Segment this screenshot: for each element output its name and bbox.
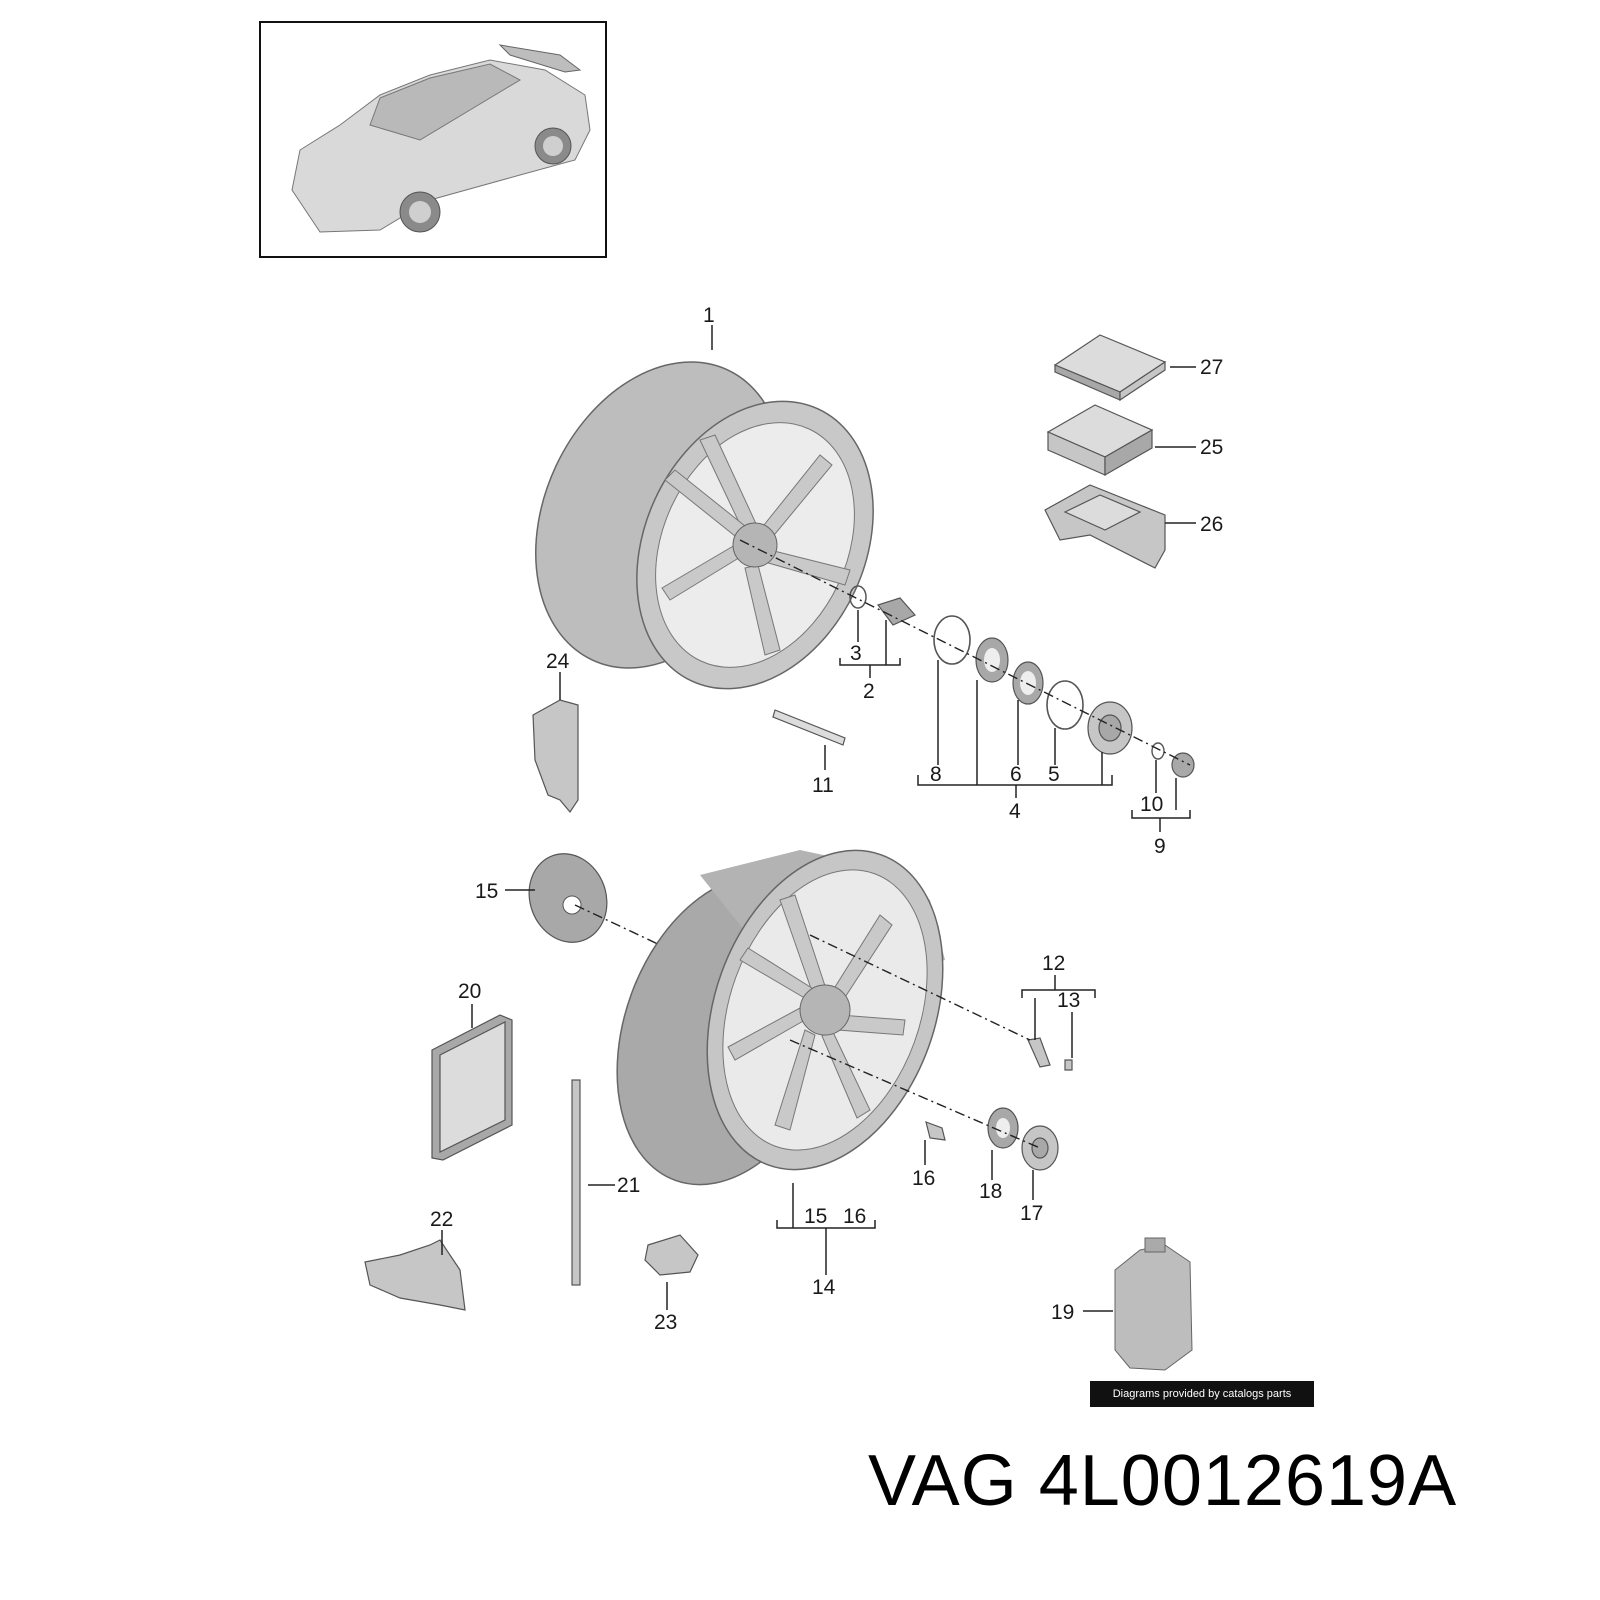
callout-11: 11 — [812, 774, 834, 797]
callout-2: 2 — [863, 680, 875, 703]
callout-19: 19 — [1051, 1301, 1074, 1324]
part-number-title: VAG 4L0012619A — [868, 1441, 1458, 1521]
callout-22: 22 — [430, 1208, 453, 1231]
callout-23: 23 — [654, 1311, 677, 1334]
wheel-rim-2 — [616, 849, 945, 1186]
callout-9: 9 — [1154, 835, 1166, 858]
assembly-axes — [574, 539, 1191, 1149]
callout-labels: 1 27 25 26 3 2 24 8 6 5 4 11 10 9 15 12 … — [430, 304, 1223, 1334]
callout-15-bracket: 15 — [804, 1205, 827, 1228]
wheel-rim-1 — [535, 361, 874, 690]
callout-27: 27 — [1200, 356, 1223, 379]
callout-25: 25 — [1200, 436, 1223, 459]
callout-15-spacer: 15 — [475, 880, 498, 903]
callout-5: 5 — [1048, 763, 1060, 786]
boxes-upper-right — [1044, 334, 1167, 569]
callout-16-bolt: 16 — [912, 1167, 935, 1190]
callout-12: 12 — [1042, 952, 1065, 975]
callout-3: 3 — [850, 642, 862, 665]
callout-4: 4 — [1009, 800, 1021, 823]
callout-13: 13 — [1057, 989, 1080, 1012]
callout-14: 14 — [812, 1276, 836, 1299]
callout-8: 8 — [930, 763, 942, 786]
callout-10: 10 — [1140, 793, 1163, 816]
vehicle-thumbnail — [259, 21, 607, 258]
diagram-credit-banner: Diagrams provided by catalogs parts — [1090, 1381, 1314, 1407]
lower-small-parts — [364, 853, 1193, 1371]
leader-lines — [441, 325, 1196, 1312]
callout-26: 26 — [1200, 513, 1223, 536]
callout-6: 6 — [1010, 763, 1022, 786]
callout-17: 17 — [1020, 1202, 1043, 1225]
callout-24: 24 — [546, 650, 570, 673]
callout-18: 18 — [979, 1180, 1002, 1203]
callout-16-bracket: 16 — [843, 1205, 866, 1228]
upper-small-parts — [532, 585, 1195, 814]
callout-21: 21 — [617, 1174, 640, 1197]
callout-20: 20 — [458, 980, 481, 1003]
callout-1: 1 — [703, 304, 715, 327]
